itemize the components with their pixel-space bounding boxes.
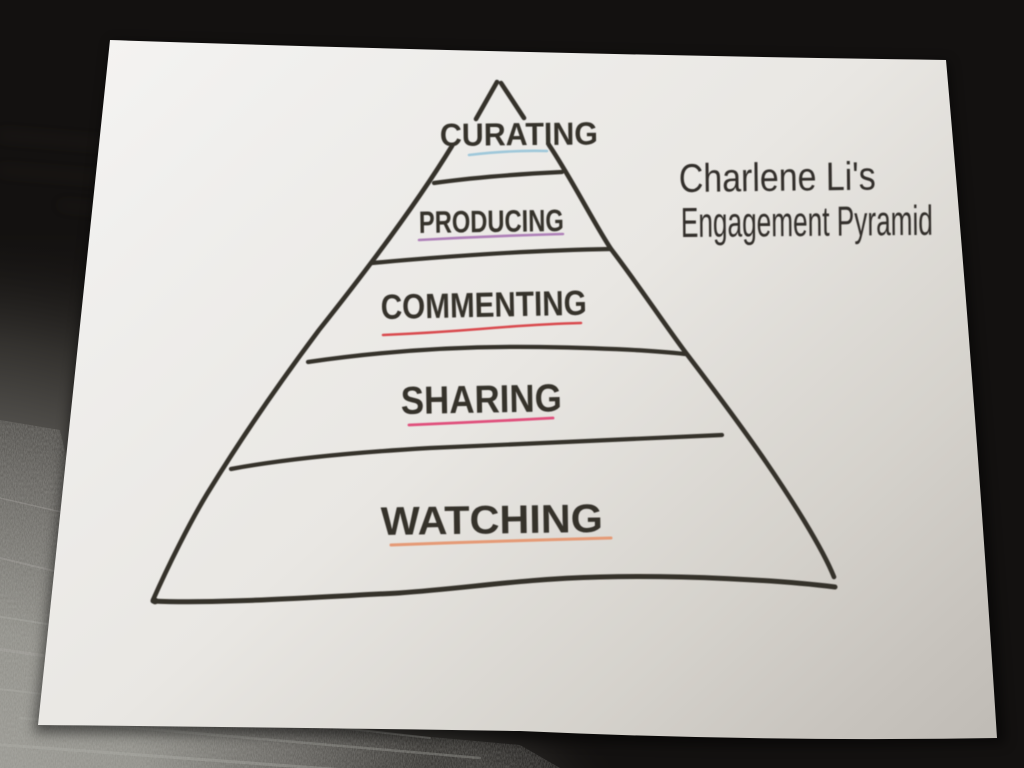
svg-text:WATCHING: WATCHING	[381, 497, 604, 544]
svg-text:PRODUCING: PRODUCING	[419, 203, 564, 240]
svg-text:Engagement Pyramid: Engagement Pyramid	[681, 197, 933, 246]
svg-text:SHARING: SHARING	[400, 377, 562, 423]
svg-text:Charlene Li's: Charlene Li's	[679, 154, 876, 201]
svg-text:COMMENTING: COMMENTING	[380, 284, 587, 327]
svg-text:CURATING: CURATING	[440, 115, 598, 153]
